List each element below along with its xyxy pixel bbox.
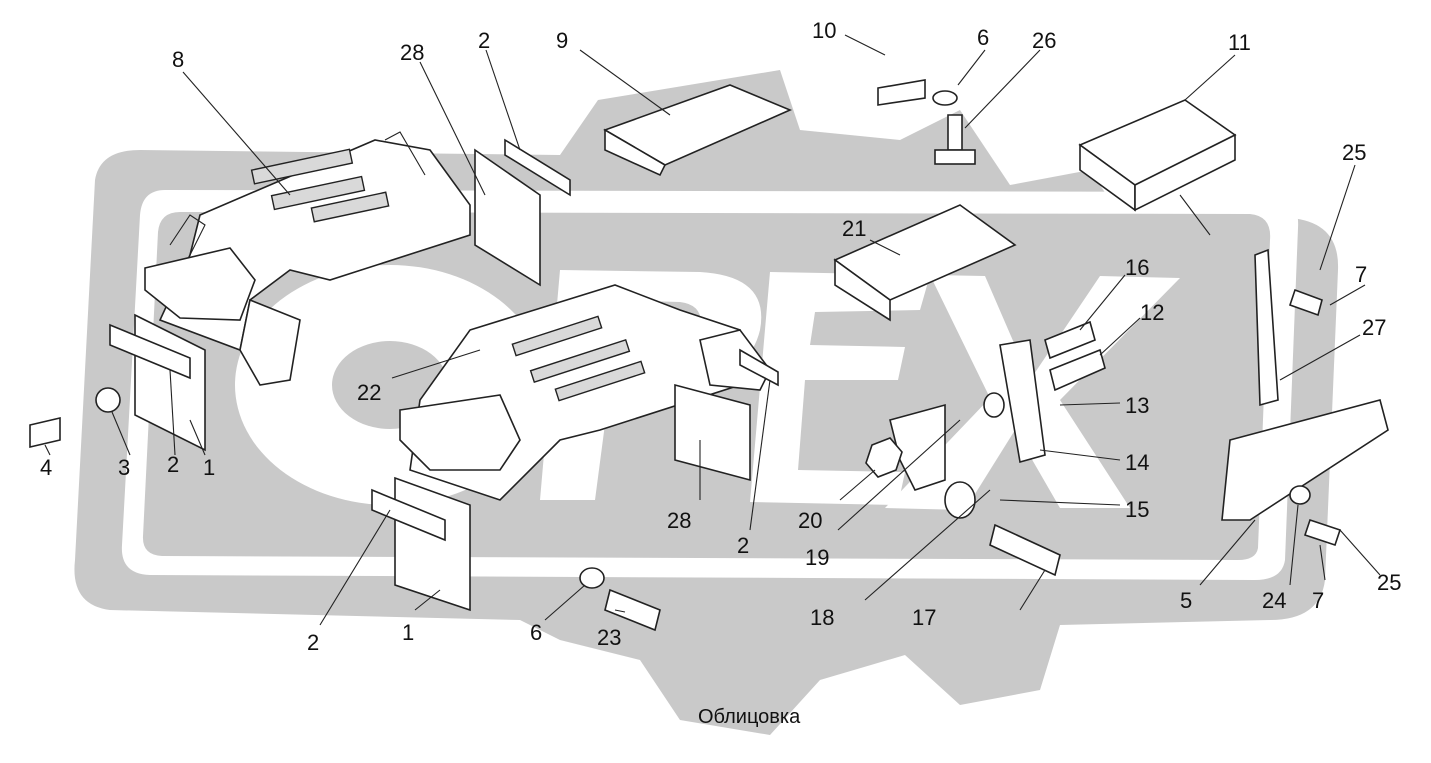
callout-2-left: 2 <box>167 452 179 477</box>
callout-2-top: 2 <box>478 28 490 53</box>
callout-12: 12 <box>1140 300 1164 325</box>
callout-5: 5 <box>1180 588 1192 613</box>
top-covers <box>603 84 1237 322</box>
fender-left <box>144 131 471 386</box>
callout-21: 21 <box>842 216 866 241</box>
callout-6-bottom: 6 <box>530 620 542 645</box>
callout-1-left: 1 <box>203 455 215 480</box>
callout-3: 3 <box>118 455 130 480</box>
callout-2-center-right: 2 <box>737 533 749 558</box>
callout-9: 9 <box>556 28 568 53</box>
callout-16: 16 <box>1125 255 1149 280</box>
callout-8: 8 <box>172 47 184 72</box>
callout-26: 26 <box>1032 28 1056 53</box>
callout-15: 15 <box>1125 497 1149 522</box>
callout-6-top: 6 <box>977 25 989 50</box>
callout-17: 17 <box>912 605 936 630</box>
callout-25-bottom: 25 <box>1377 570 1401 595</box>
callout-13: 13 <box>1125 393 1149 418</box>
callout-10: 10 <box>812 18 836 43</box>
callout-14: 14 <box>1125 450 1149 475</box>
callout-18: 18 <box>810 605 834 630</box>
callouts: 1 1 2 2 2 2 2 3 4 5 6 6 7 7 8 9 10 11 12… <box>40 18 1401 655</box>
callout-28-top: 28 <box>400 40 424 65</box>
callout-7-top: 7 <box>1355 262 1367 287</box>
callout-22: 22 <box>357 380 381 405</box>
callout-1-center: 1 <box>402 620 414 645</box>
callout-2-bottom: 2 <box>307 630 319 655</box>
callout-24: 24 <box>1262 588 1286 613</box>
callout-25-top: 25 <box>1342 140 1366 165</box>
callout-27: 27 <box>1362 315 1386 340</box>
leader-lines <box>44 34 1381 626</box>
fender-center <box>399 284 771 501</box>
mud-flaps <box>109 138 779 612</box>
callout-28-center: 28 <box>667 508 691 533</box>
callout-23: 23 <box>597 625 621 650</box>
callout-11: 11 <box>1228 30 1251 55</box>
brackets-and-fasteners <box>29 79 1389 632</box>
callout-7-bottom: 7 <box>1312 588 1324 613</box>
callout-4: 4 <box>40 455 52 480</box>
diagram-caption: Облицовка <box>698 706 801 728</box>
callout-20: 20 <box>798 508 822 533</box>
callout-19: 19 <box>805 545 829 570</box>
